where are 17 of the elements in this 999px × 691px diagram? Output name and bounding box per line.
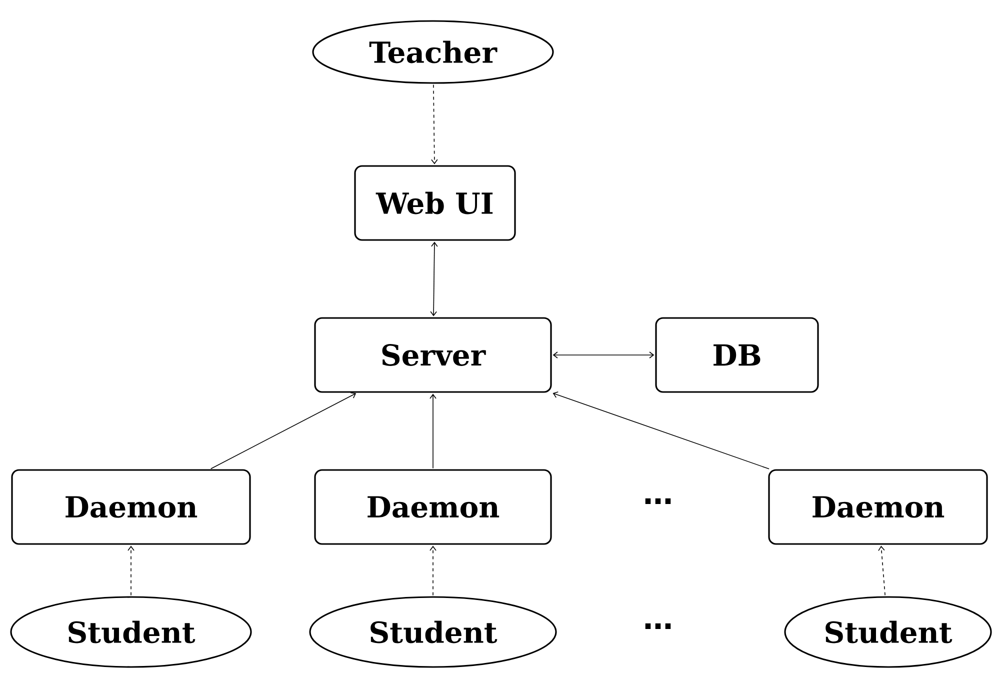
component-box: Daemon — [314, 469, 552, 545]
arrow — [431, 84, 438, 164]
ellipsis-label: ⋯ — [645, 498, 671, 504]
component-box: Server — [314, 317, 552, 393]
arrow — [430, 242, 438, 316]
component-box: Daemon — [11, 469, 251, 545]
ellipsis-label: ⋯ — [645, 623, 671, 630]
arrow — [430, 394, 436, 469]
arrow — [430, 546, 436, 596]
arrow — [210, 392, 356, 470]
arrow — [128, 546, 134, 596]
component-box: Daemon — [768, 469, 988, 545]
arrow — [552, 352, 654, 358]
component-box: Web UI — [354, 165, 516, 241]
arrow — [878, 546, 886, 596]
component-box: DB — [655, 317, 819, 393]
arrow — [552, 391, 770, 470]
